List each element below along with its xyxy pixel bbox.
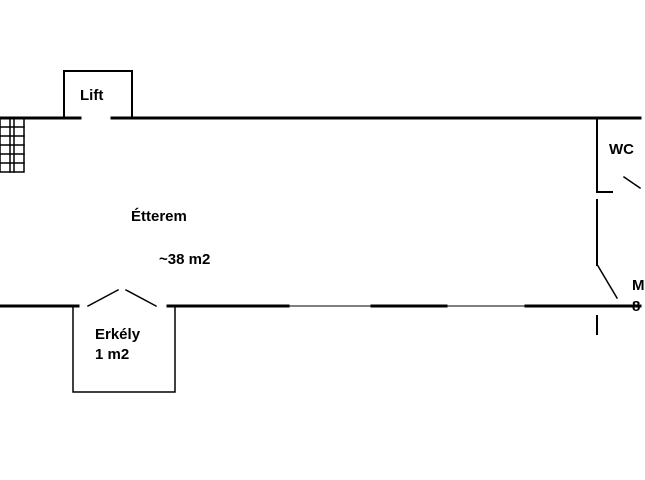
balcony-door-right [124,288,158,308]
wc-label: WC [609,141,634,158]
balcony-area-label: 1 m2 [95,346,130,363]
side-room-door [596,264,619,300]
balcony-door-left [86,288,120,308]
restaurant-name-label: Étterem [131,208,187,225]
lift-label: Lift [80,87,104,104]
walls [0,70,642,393]
balcony-name-label: Erkély [95,326,141,343]
staircase [0,117,25,173]
side-room-name-label: M [632,277,645,294]
balcony-box [72,305,176,393]
restaurant-area-label: ~38 m2 [159,251,211,268]
lift-box [63,70,133,119]
side-room-area-label: 8 [632,298,641,315]
wc-door [622,175,642,190]
